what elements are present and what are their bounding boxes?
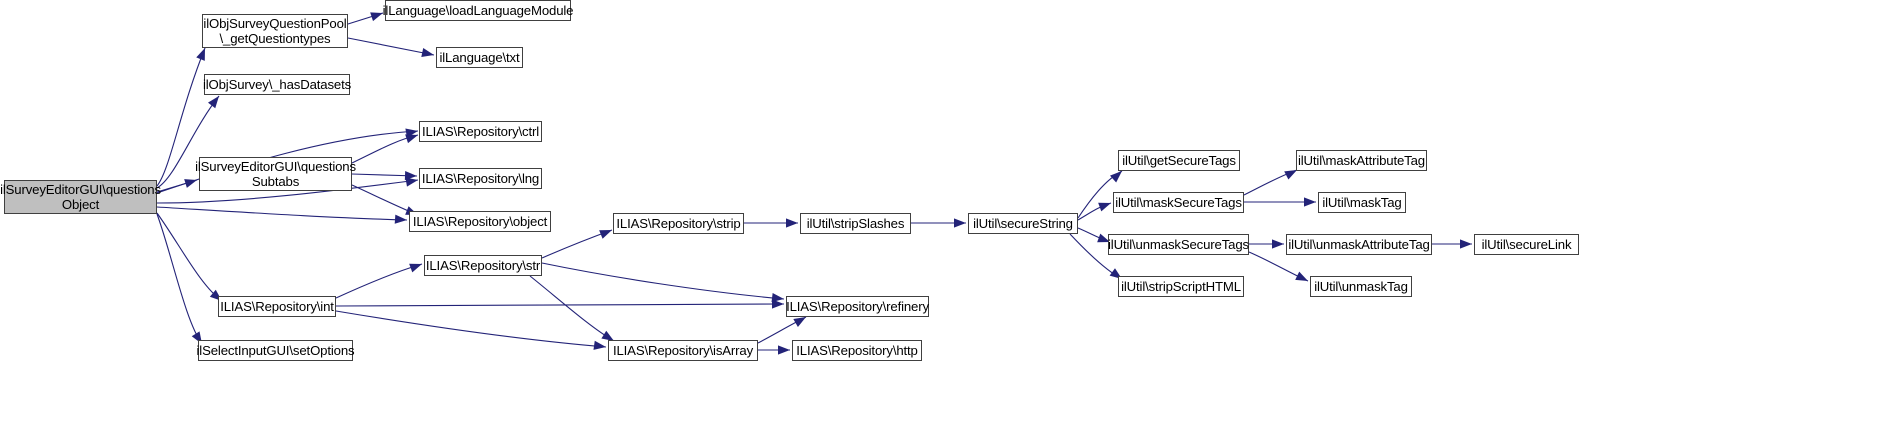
call-edge-arrowhead <box>778 345 790 355</box>
call-edge <box>347 37 435 56</box>
call-edge <box>335 263 423 299</box>
call-edge <box>156 179 419 204</box>
graph-node-label: ILIAS\Repository\lng <box>421 171 540 186</box>
graph-node-label: ilSurveyEditorGUI\questions Subtabs <box>195 159 356 189</box>
call-edge-arrowhead <box>184 179 197 188</box>
graph-node-label: ilLanguage\loadLanguageModule <box>382 3 574 18</box>
graph-node-label: ILIAS\Repository\refinery <box>786 299 929 314</box>
call-edge-arrowhead <box>370 12 383 22</box>
graph-node[interactable]: ILIAS\Repository\object <box>409 211 551 232</box>
call-edge-arrowhead <box>786 218 798 228</box>
call-edge <box>156 206 408 221</box>
call-edge-arrowhead <box>405 177 418 187</box>
graph-node[interactable]: ILIAS\Repository\str <box>424 255 542 276</box>
call-edge-arrowhead <box>1304 197 1316 207</box>
call-edge-arrowhead <box>599 230 612 239</box>
graph-node-label: ilUtil\secureLink <box>1481 237 1572 252</box>
graph-node[interactable]: ilUtil\unmaskAttributeTag <box>1286 234 1432 255</box>
graph-node-label: ilLanguage\txt <box>439 50 520 65</box>
call-edge-arrowhead <box>1295 271 1308 281</box>
graph-node[interactable]: ILIAS\Repository\int <box>218 296 336 317</box>
graph-node-label: ilUtil\secureString <box>973 216 1073 231</box>
graph-node-label: ILIAS\Repository\ctrl <box>421 124 540 139</box>
call-edge-arrowhead <box>1097 233 1110 243</box>
graph-node[interactable]: ilObjSurveyQuestionPool \_getQuestiontyp… <box>202 14 348 48</box>
call-edge-arrowhead <box>793 317 806 327</box>
call-edge-arrowhead <box>405 134 418 144</box>
graph-node[interactable]: ILIAS\Repository\lng <box>419 168 542 189</box>
graph-node-label: ilUtil\getSecureTags <box>1122 153 1236 168</box>
call-edge <box>156 95 220 189</box>
graph-node[interactable]: ILIAS\Repository\refinery <box>786 296 929 317</box>
call-edge <box>156 212 223 302</box>
graph-node[interactable]: ilUtil\maskAttributeTag <box>1296 150 1427 171</box>
call-edge-arrowhead <box>772 299 784 309</box>
call-edge-arrowhead <box>421 48 434 58</box>
graph-node-label: ilUtil\unmaskAttributeTag <box>1288 237 1430 252</box>
call-edge <box>541 262 785 300</box>
call-edge <box>335 310 607 348</box>
graph-node[interactable]: ilUtil\maskTag <box>1318 192 1406 213</box>
graph-node-label: ilObjSurveyQuestionPool \_getQuestiontyp… <box>203 16 347 46</box>
graph-node-label: ilUtil\maskSecureTags <box>1115 195 1242 210</box>
call-edge-arrowhead <box>1460 239 1472 249</box>
graph-node-label: ILIAS\Repository\int <box>220 299 334 314</box>
call-edge-arrowhead <box>1110 171 1122 183</box>
graph-node[interactable]: ilUtil\unmaskTag <box>1310 276 1412 297</box>
call-edge-arrowhead <box>771 292 784 303</box>
graph-node-label: ilSurveyEditorGUI\questions Object <box>0 182 161 212</box>
graph-node[interactable]: ilUtil\getSecureTags <box>1118 150 1240 171</box>
graph-node-label: ilUtil\maskAttributeTag <box>1297 153 1425 168</box>
graph-node[interactable]: ilSelectInputGUI\setOptions <box>196 340 355 361</box>
graph-node-label: ILIAS\Repository\str <box>425 258 541 273</box>
graph-node[interactable]: ilLanguage\loadLanguageModule <box>382 0 574 21</box>
graph-node-label: ILIAS\Repository\isArray <box>612 343 754 358</box>
graph-node-label: ILIAS\Repository\http <box>796 343 918 358</box>
call-edge-arrowhead <box>1098 202 1111 212</box>
graph-node[interactable]: ilUtil\secureLink <box>1474 234 1579 255</box>
graph-node[interactable]: ilUtil\stripSlashes <box>800 213 911 234</box>
graph-node[interactable]: ILIAS\Repository\http <box>792 340 922 361</box>
graph-node[interactable]: ilUtil\maskSecureTags <box>1113 192 1244 213</box>
call-edge-arrowhead <box>409 263 422 273</box>
call-edge-arrowhead <box>196 48 205 61</box>
graph-node[interactable]: ILIAS\Repository\strip <box>613 213 744 234</box>
call-edge-arrowhead <box>954 218 966 228</box>
graph-node[interactable]: ILIAS\Repository\ctrl <box>419 121 542 142</box>
graph-node-root[interactable]: ilSurveyEditorGUI\questions Object <box>0 180 161 214</box>
graph-node-label: ilUtil\unmaskTag <box>1314 279 1408 294</box>
graph-node-label: ilUtil\stripScriptHTML <box>1121 279 1241 294</box>
call-edge <box>529 275 615 342</box>
call-edge-arrowhead <box>593 340 606 350</box>
graph-node[interactable]: ilUtil\stripScriptHTML <box>1118 276 1244 297</box>
graph-node[interactable]: ilUtil\secureString <box>968 213 1078 234</box>
graph-node-label: ILIAS\Repository\object <box>412 214 548 229</box>
graph-node-label: ILIAS\Repository\strip <box>616 216 741 231</box>
graph-node[interactable]: ilLanguage\txt <box>436 47 523 68</box>
graph-node[interactable]: ilObjSurvey\_hasDatasets <box>202 74 352 95</box>
graph-node-label: ilUtil\stripSlashes <box>806 216 905 231</box>
graph-node-label: ilSelectInputGUI\setOptions <box>196 343 355 358</box>
call-edge-arrowhead <box>1272 239 1284 249</box>
graph-node[interactable]: ilSurveyEditorGUI\questions Subtabs <box>195 157 356 191</box>
call-edge <box>156 47 206 187</box>
call-edge <box>335 303 785 307</box>
graph-node-label: ilUtil\maskTag <box>1322 195 1402 210</box>
call-edge-arrowhead <box>601 330 614 341</box>
call-edge <box>156 213 203 345</box>
call-edge-arrowhead <box>1284 170 1297 180</box>
graph-node[interactable]: ilUtil\unmaskSecureTags <box>1108 234 1249 255</box>
call-edge-arrowhead <box>207 96 219 109</box>
call-edge-arrowhead <box>404 170 417 181</box>
call-edge-arrowhead <box>394 214 407 224</box>
graph-node[interactable]: ILIAS\Repository\isArray <box>608 340 758 361</box>
graph-node-label: ilObjSurvey\_hasDatasets <box>202 77 352 92</box>
graph-node-label: ilUtil\unmaskSecureTags <box>1108 237 1249 252</box>
